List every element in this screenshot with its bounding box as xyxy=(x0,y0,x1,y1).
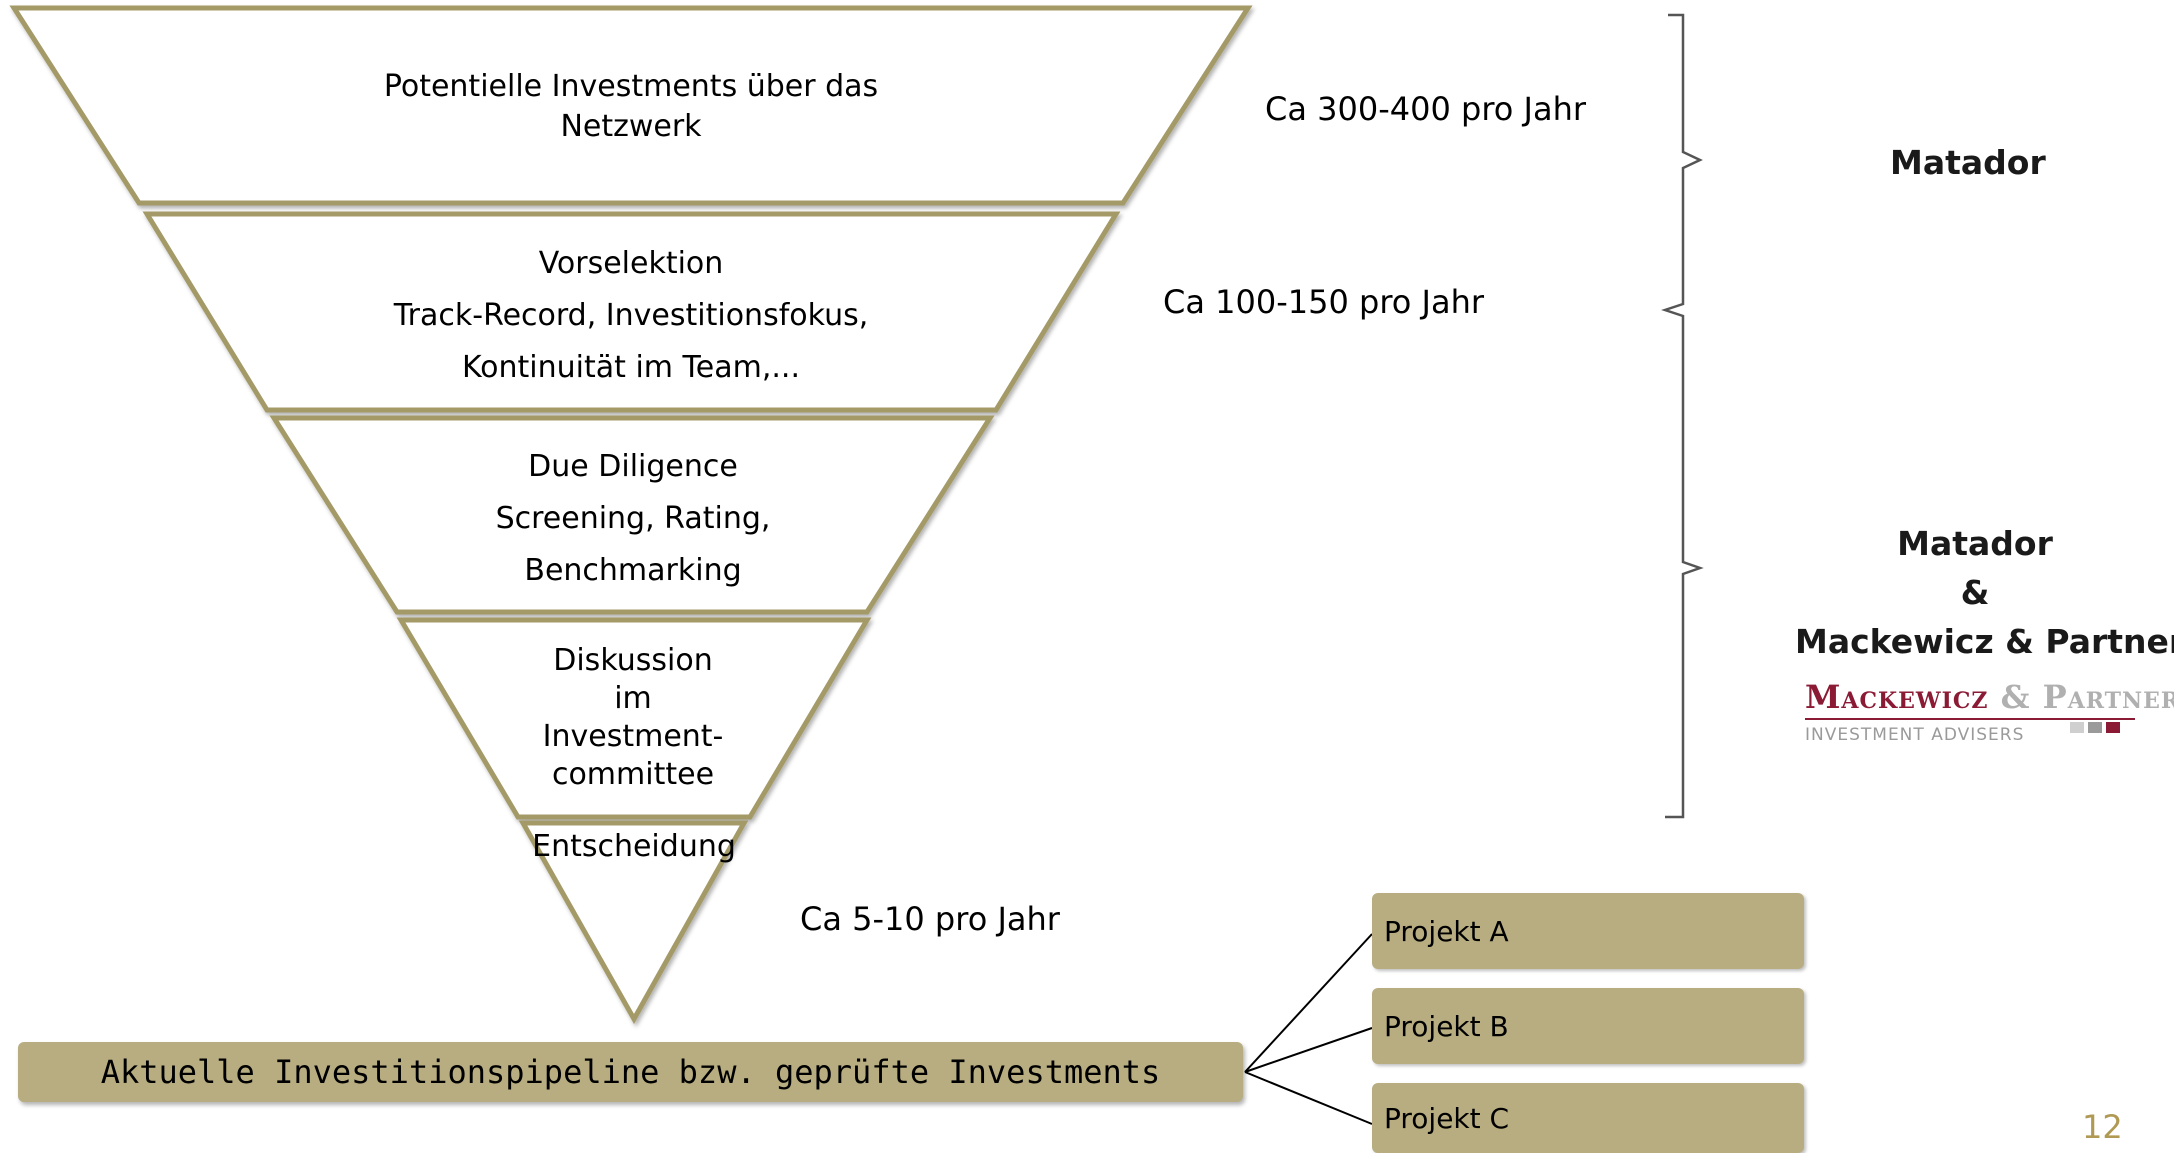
stage1-line: Netzwerk xyxy=(560,109,702,144)
project-c[interactable]: Projekt C xyxy=(1372,1083,1804,1153)
stage4-text: Diskussion im Investment- committee xyxy=(543,642,724,794)
page-number: 12 xyxy=(2082,1108,2123,1146)
logo-square-1 xyxy=(2070,722,2084,733)
project-connectors xyxy=(1244,933,1373,1125)
funnel-stage-1 xyxy=(9,5,1253,206)
logo-square-2 xyxy=(2088,722,2102,733)
logo-square-3 xyxy=(2106,722,2120,733)
stage3-text: Due Diligence Screening, Rating, Benchma… xyxy=(496,441,771,597)
mackewicz-partner-logo: Mackewicz & Partner INVESTMENT ADVISERS xyxy=(1805,678,2174,745)
side-label-bottom: Matador & Mackewicz & Partner xyxy=(1795,519,2174,666)
stage3-line: Screening, Rating, xyxy=(495,501,771,536)
stage4-line: Investment- xyxy=(542,719,724,754)
stage3-line: Benchmarking xyxy=(524,553,742,588)
side-label-top: Matador xyxy=(1890,143,2046,182)
logo-underline xyxy=(1805,718,2135,720)
stage3-line: Due Diligence xyxy=(528,449,738,484)
count-final: Ca 5-10 pro Jahr xyxy=(800,900,1060,938)
stage4-line: im xyxy=(614,681,652,716)
funnel-stage-5 xyxy=(518,820,749,1025)
bracket xyxy=(1661,13,1704,819)
stage4-line: committee xyxy=(551,757,715,792)
stage4-line: Diskussion xyxy=(553,643,713,678)
funnel-stage-3 xyxy=(269,415,995,615)
logo-name-part2: Partner xyxy=(2042,678,2174,716)
count-stage2: Ca 100-150 pro Jahr xyxy=(1163,283,1484,321)
side-bottom-line: Matador xyxy=(1897,524,2053,563)
project-a[interactable]: Projekt A xyxy=(1372,893,1804,969)
pipeline-bar: Aktuelle Investitionspipeline bzw. geprü… xyxy=(18,1042,1243,1102)
logo-name: Mackewicz & Partner xyxy=(1805,678,2174,716)
stage2-line: Vorselektion xyxy=(538,246,724,281)
stage2-text: Vorselektion Track-Record, Investitionsf… xyxy=(394,238,869,394)
count-stage1: Ca 300-400 pro Jahr xyxy=(1265,90,1586,128)
logo-tagline: INVESTMENT ADVISERS xyxy=(1805,725,2025,745)
funnel-stage-2 xyxy=(142,211,1121,413)
project-b[interactable]: Projekt B xyxy=(1372,988,1804,1064)
logo-name-part1: Mackewicz xyxy=(1805,678,1989,716)
stage2-line: Kontinuität im Team,... xyxy=(462,350,800,385)
stage1-line: Potentielle Investments über das xyxy=(383,69,879,104)
logo-ampersand: & xyxy=(2000,678,2031,716)
stage2-line: Track-Record, Investitionsfokus, xyxy=(393,298,869,333)
side-bottom-line: Mackewicz & Partner xyxy=(1795,622,2174,661)
funnel-stage-4 xyxy=(396,617,872,820)
stage5-text: Entscheidung xyxy=(532,829,736,864)
stage1-text: Potentielle Investments über das Netzwer… xyxy=(384,67,878,147)
side-bottom-line: & xyxy=(1960,573,1990,612)
